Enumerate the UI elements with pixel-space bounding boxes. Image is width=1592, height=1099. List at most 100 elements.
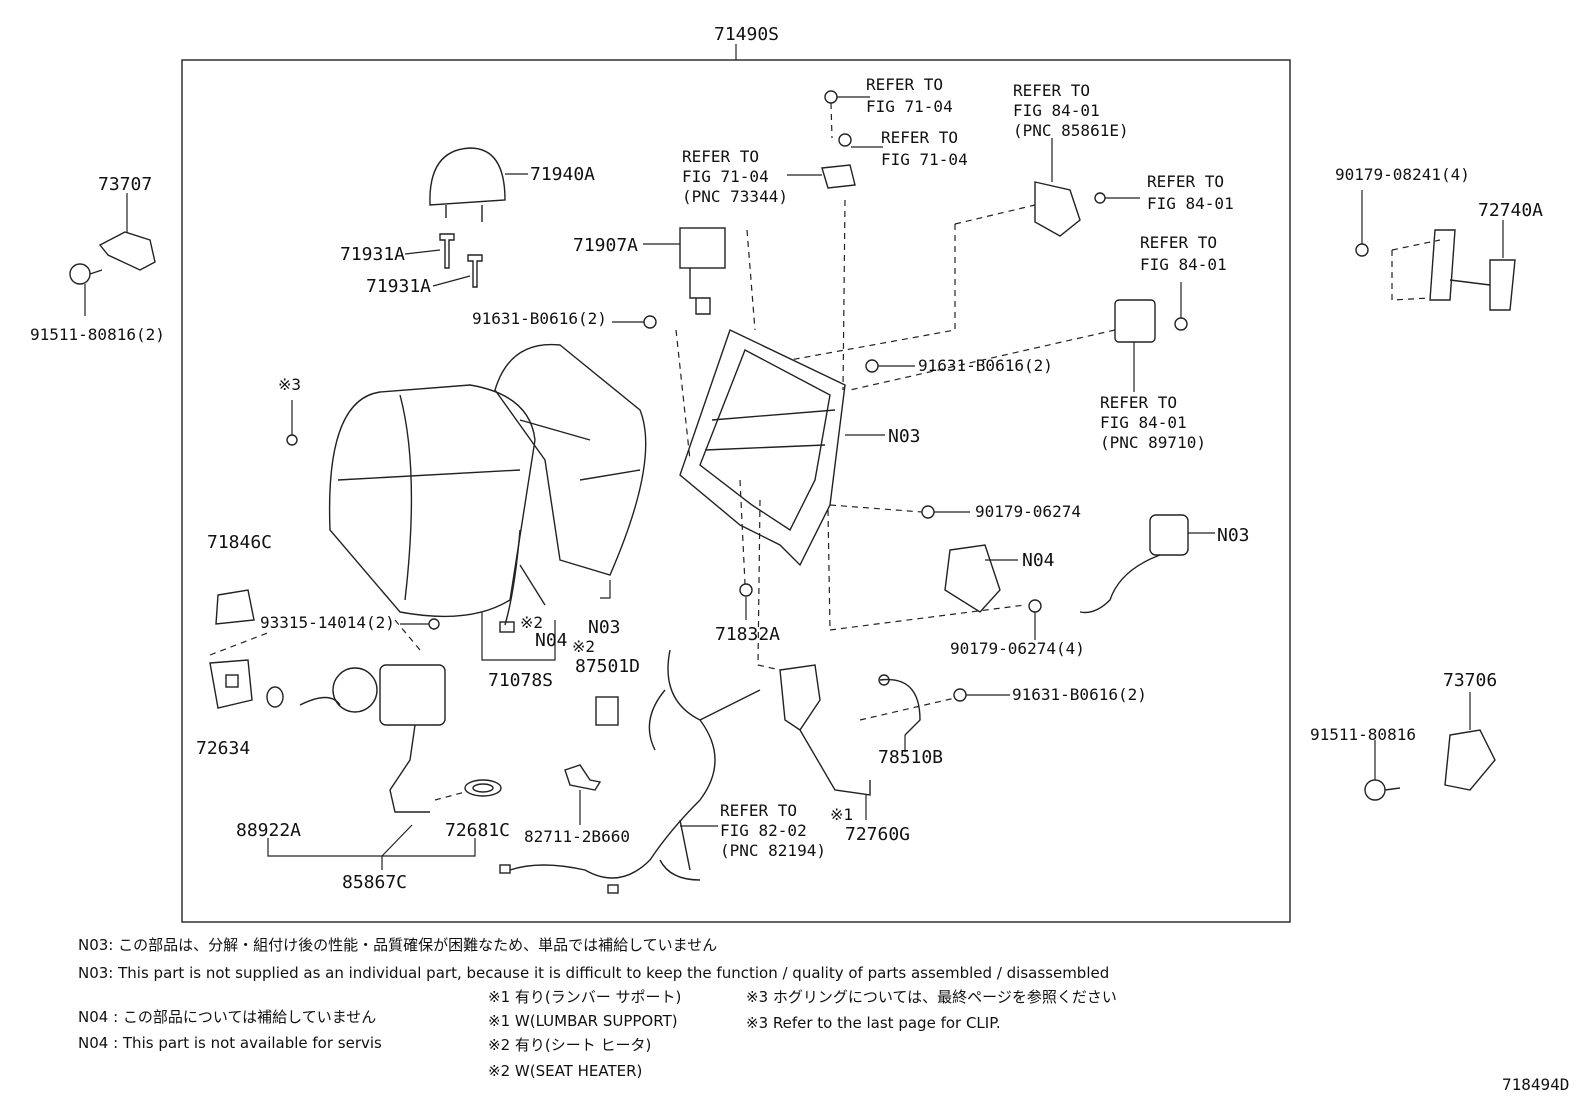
label-72634: 72634 [196, 738, 250, 759]
label-72760g: 72760G [845, 824, 910, 845]
refer-b-line1: REFER TO [881, 128, 958, 147]
lock-71907a-shape [612, 227, 726, 329]
seatback-cover-shape [494, 343, 647, 576]
refer-g-line1: REFER TO [1100, 393, 1177, 412]
headrest-shape [429, 147, 528, 222]
back-n03-leader [600, 580, 611, 599]
label-71931a-1: 71931A [340, 244, 405, 265]
bolt-93315-shape [400, 618, 440, 630]
label-71940a: 71940A [530, 164, 595, 185]
label-90179-08241-4: 90179-08241(4) [1335, 165, 1470, 184]
note-mark3-english: ※3 Refer to the last page for CLIP. [746, 1014, 1001, 1032]
module-n04-shape [827, 509, 1042, 640]
refer-f-line2: FIG 84-01 [1140, 255, 1227, 274]
clip-ref-c-shape [787, 164, 856, 189]
label-91631-b0616-right: 91631-B0616(2) [918, 356, 1053, 375]
refer-g-line2: FIG 84-01 [1100, 413, 1187, 432]
note-n03-japanese: N03: この部品は、分解・組付け後の性能・品質確保が困難なため、単品では補給し… [78, 936, 717, 954]
label-90179-06274-4: 90179-06274(4) [950, 639, 1085, 658]
label-90179-06274: 90179-06274 [975, 502, 1081, 521]
refer-d-line1: REFER TO [1013, 81, 1090, 100]
label-71832a: 71832A [715, 624, 780, 645]
label-85867c: 85867C [342, 872, 407, 893]
label-91631-b0616-lower: 91631-B0616(2) [1012, 685, 1147, 704]
module-89710-shape [849, 282, 1188, 392]
part-72634-shape [209, 631, 271, 709]
part-87501d-shape [595, 696, 619, 726]
label-mark2-a: ※2 [520, 613, 543, 632]
refer-f-line1: REFER TO [1140, 233, 1217, 252]
note-mark1-english: ※1 W(LUMBAR SUPPORT) [488, 1012, 678, 1030]
bracket-73706-shape [1364, 692, 1496, 801]
note-n04-japanese: N04 : この部品については補給していません [78, 1008, 376, 1026]
refer-c-line3: (PNC 73344) [682, 187, 788, 206]
part-78510b-shape [859, 674, 1010, 752]
refer-h-line2: FIG 82-02 [720, 821, 807, 840]
group-71078s-leader [481, 612, 556, 661]
note-mark3-japanese: ※3 ホグリングについては、最終ページを参照ください [746, 988, 1117, 1006]
note-mark1-japanese: ※1 有り(ランバー サポート) [488, 988, 681, 1006]
refer-h-line1: REFER TO [720, 801, 797, 820]
label-88922a: 88922A [236, 820, 301, 841]
label-n03-pad: N03 [1217, 525, 1250, 546]
label-87501d: 87501D [575, 656, 640, 677]
refer-a-line2: FIG 71-04 [866, 97, 953, 116]
group-85867c-leader [267, 824, 476, 870]
refer-a-line1: REFER TO [866, 75, 943, 94]
refer-b-line2: FIG 71-04 [881, 150, 968, 169]
label-mark3: ※3 [278, 375, 301, 394]
lumbar-support-shape [266, 619, 446, 813]
seatback-frame-shape [675, 199, 885, 567]
part-71832a-shape [739, 479, 753, 620]
label-mark2-b: ※2 [572, 637, 595, 656]
label-93315-14014-2: 93315-14014(2) [260, 613, 395, 632]
screw-ref-a-shape [824, 90, 870, 139]
refer-d-line3: (PNC 85861E) [1013, 121, 1129, 140]
headrest-support-shape [404, 233, 483, 288]
part-71846c-shape [215, 589, 255, 625]
label-71846c: 71846C [207, 532, 272, 553]
label-n03-frame: N03 [888, 426, 921, 447]
label-78510b: 78510B [878, 747, 943, 768]
label-91511-80816-2: 91511-80816(2) [30, 325, 165, 344]
label-73706: 73706 [1443, 670, 1497, 691]
seatback-cushion-shape [328, 384, 536, 618]
pad-n03-shape [1079, 514, 1215, 614]
note-mark2-english: ※2 W(SEAT HEATER) [488, 1062, 642, 1080]
refer-e-line1: REFER TO [1147, 172, 1224, 191]
refer-g-line3: (PNC 89710) [1100, 433, 1206, 452]
part-72760g-shape [757, 499, 871, 820]
label-91511-80816: 91511-80816 [1310, 725, 1416, 744]
label-91631-b0616-left: 91631-B0616(2) [472, 309, 607, 328]
refer-e-line2: FIG 84-01 [1147, 194, 1234, 213]
clip-mark3-shape [286, 400, 298, 446]
label-n04-module: N04 [1022, 550, 1055, 571]
label-n04-harness: N04 [535, 630, 568, 651]
bracket-73707-shape [69, 193, 156, 316]
refer-c-line1: REFER TO [682, 147, 759, 166]
label-71907a: 71907A [573, 235, 638, 256]
label-71931a-2: 71931A [366, 276, 431, 297]
refer-c-line2: FIG 71-04 [682, 167, 769, 186]
label-mark1: ※1 [830, 805, 853, 824]
note-n03-english: N03: This part is not supplied as an ind… [78, 964, 1109, 982]
label-n03-back: N03 [588, 617, 621, 638]
assembly-boundary [181, 44, 1291, 923]
label-72740a: 72740A [1478, 200, 1543, 221]
wire-harness-shape [499, 649, 761, 894]
label-71078s: 71078S [488, 670, 553, 691]
label-73707: 73707 [98, 174, 152, 195]
seat-heater-harness-shape [499, 529, 546, 633]
part-82711-shape [564, 764, 602, 825]
nut-90179-06274-shape [829, 504, 970, 519]
note-mark2-japanese: ※2 有り(シート ヒータ) [488, 1036, 651, 1054]
bolt-91631-shape [865, 359, 915, 373]
note-n04-english: N04 : This part is not available for ser… [78, 1034, 382, 1052]
screw-ref-b-shape [838, 133, 883, 148]
refer-h-line3: (PNC 82194) [720, 841, 826, 860]
mechanism-72740a-shape [1355, 190, 1516, 311]
label-72681c: 72681C [445, 820, 510, 841]
bracket-85861e-shape [789, 138, 1140, 361]
label-71490s: 71490S [714, 24, 779, 45]
